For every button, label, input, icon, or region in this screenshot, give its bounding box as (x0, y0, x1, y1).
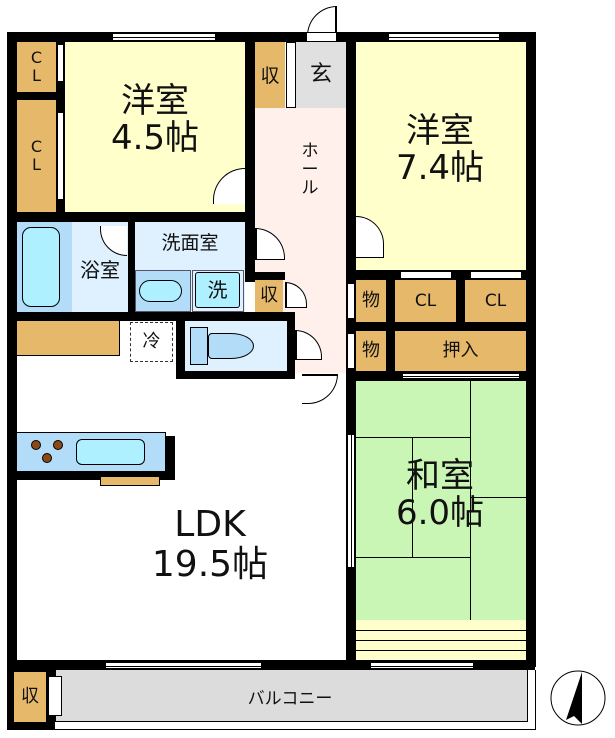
closet-cl-right-2[interactable] (465, 280, 526, 322)
wall-toilet-bottom (176, 371, 295, 379)
north-compass-icon (550, 670, 606, 726)
storage-entrance[interactable] (255, 42, 285, 110)
washbasin (139, 280, 182, 302)
sliding-door-japanese[interactable] (347, 434, 355, 568)
washer[interactable] (195, 272, 240, 308)
closet-cl-right-1-label: CL (414, 290, 437, 311)
wall-hall-storage (245, 272, 285, 280)
oshiire-label: 押入 (442, 340, 479, 362)
storage-entrance-label: 収 (260, 64, 280, 87)
outer-wall-left (7, 32, 17, 667)
ldk-fill-hall-door (295, 379, 346, 660)
wall-toilet-left (176, 321, 185, 379)
room-name: 和室 (406, 455, 474, 496)
oshiire-door[interactable] (402, 373, 520, 379)
tokonoma (356, 620, 526, 660)
room-ldk-label: LDK 19.5帖 (130, 500, 290, 590)
washroom-label: 洗面室 (161, 231, 219, 254)
room-japanese-label: 和室 6.0帖 (380, 450, 500, 540)
storage-hall-label: 収 (260, 285, 278, 307)
room-size: 7.4帖 (395, 148, 485, 188)
stove-burner-2 (53, 440, 63, 450)
mono-door-2[interactable] (347, 333, 355, 369)
window-japanese-balcony[interactable] (370, 662, 474, 669)
toilet-tank (190, 327, 208, 365)
wall-storage-mid (346, 322, 526, 331)
storage-mono-2-label: 物 (362, 340, 380, 362)
oshiire[interactable] (395, 331, 526, 371)
closet-cl-top-label: C L (30, 48, 43, 85)
stove-burner-1 (31, 440, 41, 450)
wall-cl-right-divider (456, 280, 465, 322)
storage-balcony-door[interactable] (48, 676, 62, 716)
wall-toilet-right (287, 312, 295, 379)
kitchen-counter-step (100, 476, 160, 486)
room-western-4-5-label: 洋室 4.5帖 (80, 70, 230, 170)
toilet-bowl (208, 333, 254, 359)
wall-bath-bottom (17, 312, 295, 321)
hall-label: ホ ー ル (301, 140, 319, 199)
closet-cl-mid-label: C L (30, 137, 43, 174)
entrance-opening (306, 32, 337, 42)
fridge-space (130, 322, 173, 362)
room-western-4-5 (65, 42, 245, 212)
room-name: 洋室 (121, 80, 189, 121)
storage-mono-1-label: 物 (362, 290, 380, 312)
outer-wall-top (7, 32, 535, 42)
room-name: LDK (174, 504, 246, 546)
kitchen-counter-wall-bottom (17, 472, 175, 480)
wall-western1-right (245, 42, 255, 222)
entrance-label: 玄 (309, 61, 332, 87)
balcony-label: バルコニー (247, 688, 333, 709)
wall-cl-divider (17, 92, 65, 100)
window-ldk-balcony[interactable] (105, 662, 262, 669)
cl-door-2[interactable] (470, 271, 522, 279)
storage-balcony-label: 収 (21, 686, 39, 708)
entrance (296, 42, 346, 108)
balcony (55, 670, 528, 722)
room-western-7-4-label: 洋室 7.4帖 (370, 100, 510, 200)
storage-balcony[interactable] (14, 672, 46, 722)
ldk-cabinet[interactable] (17, 321, 120, 356)
room-japanese (356, 381, 526, 660)
closet-cl-top[interactable] (17, 42, 56, 92)
wall-bath-top (17, 212, 255, 222)
room-name: 洋室 (406, 110, 474, 151)
fridge-label: 冷 (142, 331, 161, 353)
window-western2 (388, 33, 500, 41)
stove-burner-3 (42, 453, 52, 463)
door-ldk[interactable] (302, 374, 338, 404)
closet-cl-right-1[interactable] (395, 280, 456, 322)
wall-washroom-right (245, 212, 255, 282)
kitchen-counter-wall-right (166, 436, 175, 480)
mono-door-1[interactable] (347, 283, 355, 319)
room-size: 6.0帖 (395, 493, 485, 533)
closet-door-top[interactable] (57, 44, 64, 82)
kitchen-sink (76, 439, 145, 465)
room-size: 4.5帖 (110, 118, 200, 158)
room-size: 19.5帖 (151, 544, 269, 585)
bathtub (22, 227, 60, 307)
cl-door-1[interactable] (400, 271, 452, 279)
closet-cl-mid[interactable] (17, 100, 56, 212)
storage-mono-2[interactable] (356, 331, 386, 371)
closet-cl-right-2-label: CL (484, 290, 507, 311)
outer-wall-right (526, 32, 536, 667)
storage-entrance-door[interactable] (286, 42, 296, 108)
storage-mono-1[interactable] (356, 280, 386, 322)
closet-door-mid[interactable] (57, 112, 64, 200)
outer-wall-bottom (7, 660, 535, 670)
room-western-7-4 (356, 42, 526, 270)
washer-label: 洗 (207, 278, 228, 302)
bathroom-label: 浴室 (80, 258, 120, 282)
storage-hall[interactable] (255, 280, 283, 312)
window-western1 (112, 33, 216, 41)
wall-bath-right (128, 222, 135, 312)
